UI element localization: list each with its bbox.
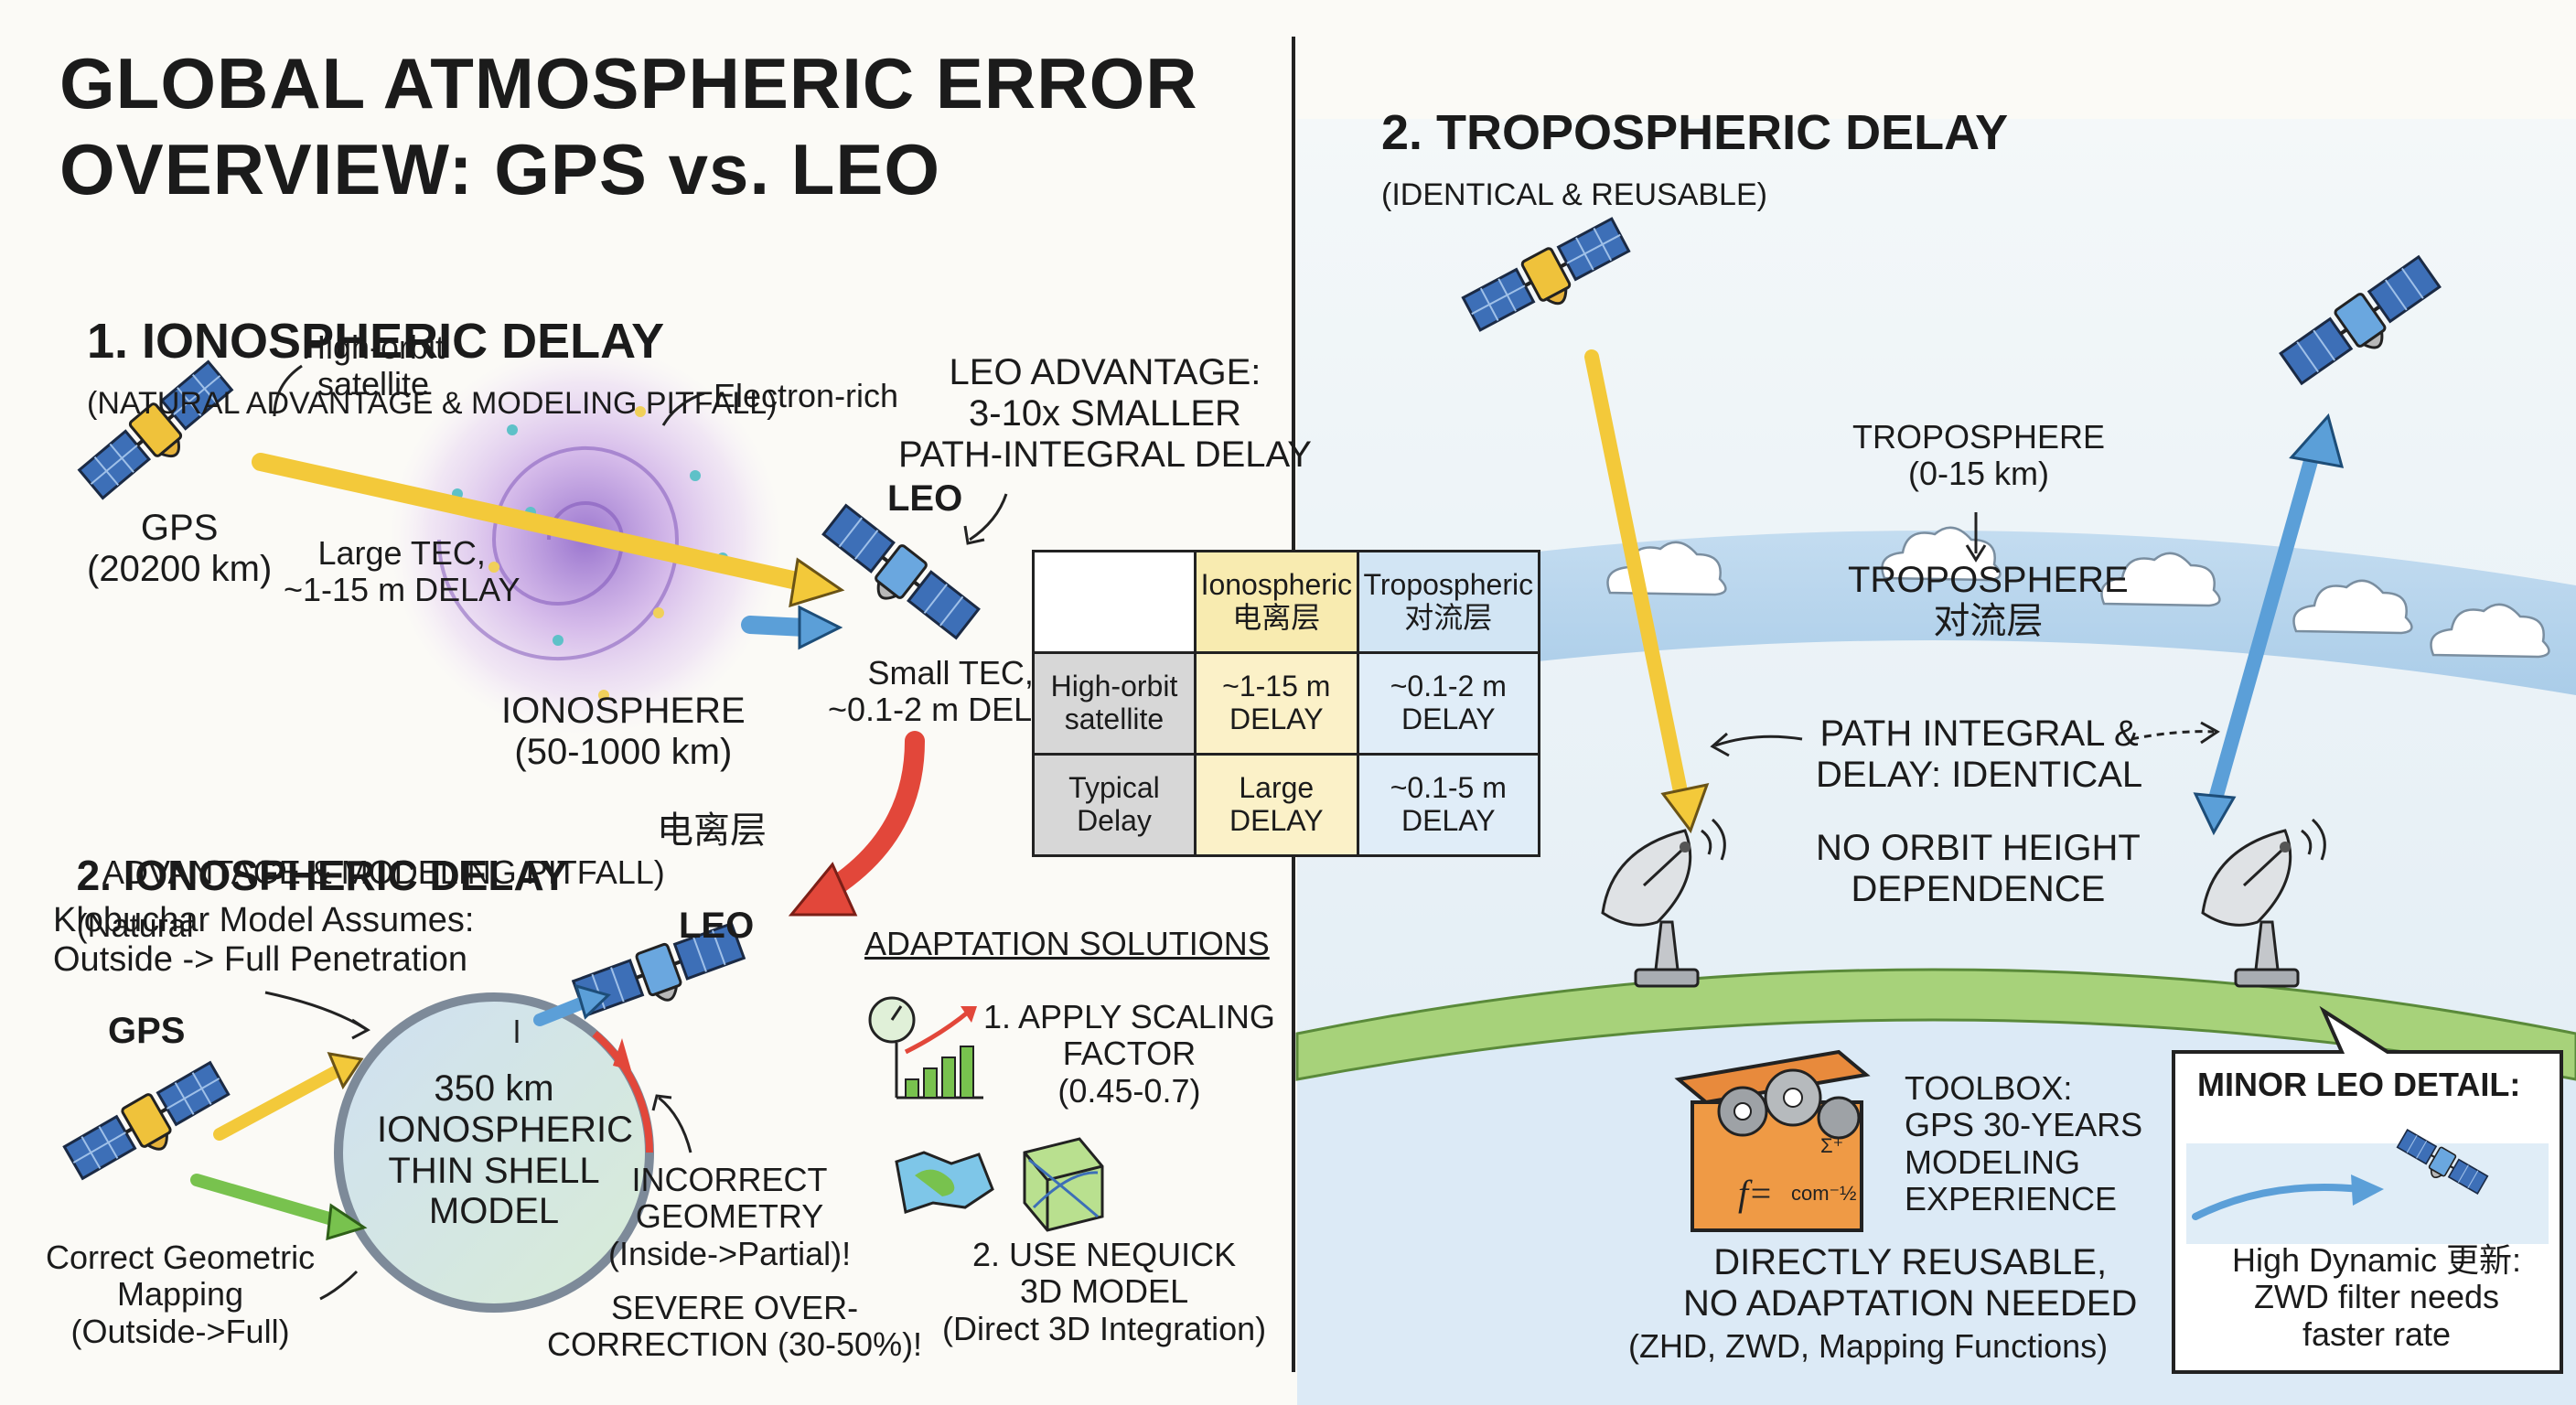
leo-signal-arrow — [741, 616, 814, 637]
adaptation-solution-1: 1. APPLY SCALING FACTOR (0.45-0.7) — [983, 998, 1275, 1110]
comparison-table: Ionospheric 电离层 Tropospheric 对流层 High-or… — [1032, 550, 1541, 857]
tropo-heading: 2. TROPOSPHERIC DELAY (IDENTICAL & REUSA… — [1354, 50, 2008, 216]
correct-mapping-arrow — [190, 1174, 345, 1228]
no-orbit-dependence-label: NO ORBIT HEIGHT DEPENDENCE — [1816, 828, 2141, 909]
correct-mapping-label: Correct Geometric Mapping (Outside->Full… — [46, 1239, 316, 1350]
table-corner-cell — [1032, 550, 1197, 654]
arrowhead-icon — [2193, 792, 2237, 836]
arrowhead-icon — [327, 1052, 364, 1090]
table-header-tropospheric: Tropospheric 对流层 — [1356, 550, 1541, 654]
mapping-functions-label: (ZHD, ZWD, Mapping Functions) — [1628, 1327, 2109, 1365]
gps-signal-arrow — [213, 1064, 345, 1141]
gps-signal-arrow — [1584, 349, 1690, 812]
ionosphere-label: IONOSPHERE (50-1000 km) — [501, 691, 746, 772]
arrowhead-icon — [1710, 732, 1730, 757]
minor-leo-detail-title: MINOR LEO DETAIL: — [2197, 1066, 2521, 1103]
page-title-line1: GLOBAL ATMOSPHERIC ERROR — [59, 43, 1198, 123]
table-cell-tropospheric: ~0.1-2 m DELAY — [1356, 651, 1541, 756]
arrowhead-icon — [2200, 721, 2220, 745]
table-cell-ionospheric: ~1-15 m DELAY — [1193, 651, 1359, 756]
pointer-line — [658, 1096, 692, 1153]
arrowhead-icon — [963, 525, 985, 545]
section2-cjk-label: 电离层 — [657, 810, 767, 851]
toolbox-formula: f= — [1738, 1173, 1773, 1214]
pointer-line — [1714, 735, 1803, 747]
leo-advantage-label: LEO ADVANTAGE: 3-10x SMALLER PATH-INTEGR… — [898, 352, 1312, 475]
high-orbit-label: High-orbit satellite — [302, 328, 445, 403]
toolbox-formula-subscript: com⁻½ — [1791, 1182, 1857, 1205]
troposphere-top-label: TROPOSPHERE (0-15 km) — [1852, 418, 2106, 493]
arrowhead-icon — [789, 557, 845, 608]
gps-satellite-icon — [60, 1057, 238, 1193]
pointer-line — [661, 391, 705, 426]
table-header-ionospheric: Ionospheric 电离层 — [1193, 550, 1359, 654]
table-row: Typical Delay Large DELAY ~0.1-5 m DELAY — [1032, 753, 1541, 857]
page-title-line2: OVERVIEW: GPS vs. LEO — [59, 129, 941, 209]
pointer-line — [2131, 730, 2215, 741]
troposphere-layer-label: TROPOSPHERE 对流层 — [1848, 560, 2129, 641]
section1-subheading: (NATURAL ADVANTAGE & MODELING PITFALL) — [87, 385, 778, 421]
table-row-label: High-orbit satellite — [1032, 651, 1197, 756]
gps-altitude-label: GPS (20200 km) — [87, 508, 273, 589]
tropo-heading-text: 2. TROPOSPHERIC DELAY — [1381, 105, 2009, 161]
3d-cube-icon — [1023, 1137, 1104, 1232]
table-cell-ionospheric: Large DELAY — [1193, 753, 1359, 857]
pointer-line — [319, 1270, 359, 1301]
adaptation-solution-2: 2. USE NEQUICK 3D MODEL (Direct 3D Integ… — [942, 1236, 1267, 1347]
leo-signal-arrow — [533, 995, 592, 1026]
table-row-label: Typical Delay — [1032, 753, 1197, 857]
section2-heading-line2: ADVANTAGE & MODELING PITFALL) — [102, 853, 665, 891]
section2-heading-text: 2. IONOSPHERIC DELAY — [76, 851, 569, 899]
pointer-line — [273, 364, 303, 417]
arrowhead-icon — [351, 1018, 370, 1040]
path-integral-label: PATH INTEGRAL & DELAY: IDENTICAL — [1816, 713, 2143, 795]
arrowhead-icon — [788, 862, 858, 917]
incorrect-geometry-arc — [592, 1030, 654, 1153]
motion-arrow — [2192, 1184, 2364, 1220]
directly-reusable-label: DIRECTLY REUSABLE, NO ADAPTATION NEEDED — [1683, 1242, 2138, 1324]
section1-heading: 1. IONOSPHERIC DELAY (NATURAL ADVANTAGE … — [59, 259, 777, 424]
leo-label: LEO — [887, 478, 963, 519]
arrowhead-icon — [798, 605, 843, 650]
arrowhead-icon — [326, 1203, 368, 1241]
klobuchar-label: Klobuchar Model Assumes: Outside -> Full… — [53, 901, 475, 979]
incorrect-geometry-label: INCORRECT GEOMETRY (Inside->Partial)! — [608, 1161, 852, 1272]
leo-label-2: LEO — [679, 906, 755, 946]
table-cell-tropospheric: ~0.1-5 m DELAY — [1356, 753, 1541, 857]
ground-strip — [1295, 968, 2576, 1081]
leo-signal-arrow-up — [2206, 441, 2322, 812]
tropo-subheading: (IDENTICAL & REUSABLE) — [1381, 177, 1767, 212]
table-header-row: Ionospheric 电离层 Tropospheric 对流层 — [1032, 550, 1541, 654]
severe-overcorrection-label: SEVERE OVER- CORRECTION (30-50%)! — [547, 1289, 923, 1364]
large-tec-label: Large TEC, ~1-15 m DELAY — [284, 534, 521, 609]
toolbox-formula-sigma: Σ⁺ — [1820, 1134, 1843, 1157]
arrowhead-icon — [1965, 544, 1987, 563]
pointer-line — [969, 493, 1008, 542]
gps-signal-arrow — [252, 453, 814, 592]
pointer-line — [264, 991, 367, 1031]
minor-leo-detail-text: High Dynamic 更新: ZWD filter needs faster… — [2231, 1241, 2522, 1353]
arrowhead-icon — [613, 1038, 631, 1070]
arrowhead-icon — [2351, 1174, 2384, 1206]
arrowhead-icon — [574, 983, 611, 1020]
toolbox-label: TOOLBOX: GPS 30-YEARS MODELING EXPERIENC… — [1905, 1069, 2143, 1217]
table-row: High-orbit satellite ~1-15 m DELAY ~0.1-… — [1032, 651, 1541, 756]
map-icon — [895, 1151, 994, 1214]
arrowhead-icon — [2289, 413, 2345, 468]
gps-label: GPS — [108, 1011, 186, 1051]
section1-heading-text: 1. IONOSPHERIC DELAY — [87, 314, 665, 370]
section2-heading-rest: (Natural — [76, 906, 194, 945]
section2-heading: 2. IONOSPHERIC DELAY (Natural — [53, 805, 569, 947]
scaling-factor-icon — [868, 996, 983, 1099]
electron-rich-label: Electron-rich — [714, 377, 899, 414]
toolbox-icon — [1674, 1049, 1871, 1232]
arrowhead-icon — [651, 1094, 672, 1111]
adaptation-title: ADAPTATION SOLUTIONS — [864, 925, 1270, 962]
small-tec-label: Small TEC, ~0.1-2 m DELAY — [828, 654, 1074, 729]
arrowhead-icon — [1660, 782, 1710, 834]
thin-shell-label: 350 km IONOSPHERIC THIN SHELL MODEL — [377, 1068, 634, 1232]
